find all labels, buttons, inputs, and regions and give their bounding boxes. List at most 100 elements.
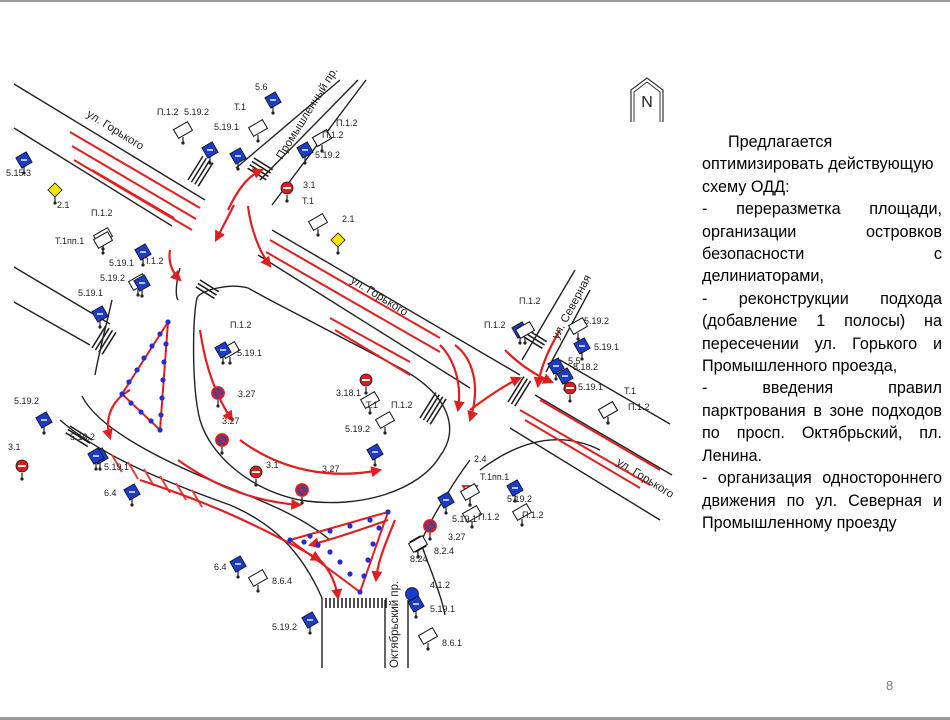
road-sign: 3.27 — [215, 416, 240, 455]
sign-code-label: 5.19.2 — [70, 432, 95, 442]
road-sign: 8.24 — [407, 534, 429, 564]
road-sign: 3.27 — [423, 519, 466, 542]
road-sign: 5.19.2 — [70, 432, 109, 471]
sign-code-label: П.1.2 — [484, 320, 505, 330]
road-sign: П.1.2 — [597, 400, 649, 425]
traffic-arrows — [102, 168, 561, 601]
road-edges — [13, 79, 673, 668]
sign-code-label: 3.27 — [222, 416, 240, 426]
road-sign: 3.1 — [8, 442, 29, 481]
road-sign: П.1.2 — [374, 400, 412, 435]
road-sign: 8.6.4 — [247, 568, 292, 593]
road-sign: 3.27 — [295, 464, 340, 505]
sign-code-label: 5.19.1 — [214, 122, 239, 132]
road-sign: 5.19.1 — [563, 381, 603, 403]
proposal-item: - введения правил парктрования в зоне по… — [702, 379, 942, 465]
sign-code-label: 3.1 — [8, 442, 21, 452]
road-sign: 8.6.1 — [417, 626, 462, 651]
sign-code-label: 5.19.2 — [584, 316, 609, 326]
sign-code-label: 5.19.1 — [594, 342, 619, 352]
street-label-oktyabrsky: Октябрьский пр. — [389, 581, 401, 668]
pedestrian-crossings — [65, 155, 548, 608]
sign-code-label: П.1.2 — [91, 208, 112, 218]
road-sign: 6.4 — [104, 483, 141, 507]
road-sign: Т.1пп.1 — [459, 472, 509, 507]
sign-code-label: 3.18.1 — [336, 388, 361, 398]
sign-code-label: 5.19.1 — [78, 288, 103, 298]
street-label-gorky-mid: ул. Горького — [348, 274, 409, 318]
top-rule — [0, 0, 950, 2]
road-sign: Т.1 — [302, 196, 329, 237]
sign-code-label: 5.19.1 — [452, 514, 477, 524]
sign-code-label: 5.19.1 — [109, 258, 134, 268]
road-sign: 2.1 — [47, 182, 70, 210]
sign-code-label: 5.19.2 — [184, 107, 209, 117]
road-sign: 5.19.1 — [214, 122, 247, 171]
sign-code-label: П.1.2 — [322, 130, 343, 140]
road-sign: 6.4 — [214, 555, 247, 579]
road-sign: 5.19.1 — [573, 337, 619, 361]
road-sign: 5.19.2 — [272, 611, 319, 635]
bottom-rule — [0, 717, 950, 720]
road-sign: 5.19.2 — [100, 273, 151, 298]
road-sign: 5.19.1 — [78, 288, 109, 329]
road-sign: П.1.2 — [157, 107, 194, 145]
safety-island-bottom — [287, 509, 391, 595]
safety-island-left — [119, 319, 171, 433]
road-sign: 5.19.2 — [345, 424, 384, 467]
road-sign: 5.19.2 — [184, 107, 219, 165]
sign-code-label: 8.24 — [410, 554, 428, 564]
sign-code-label: 5.19.2 — [315, 150, 340, 160]
proposal-item: - переразметка площади, организации остр… — [702, 200, 942, 286]
road-sign: 5.19.1 — [109, 243, 152, 268]
road-sign: 2.1 — [330, 214, 355, 255]
sign-code-label: 6.4 — [104, 488, 117, 498]
sign-code-label: 5.19.1 — [430, 604, 455, 614]
road-sign: 5.19.2 — [506, 479, 532, 504]
sign-code-label: П.1.2 — [230, 320, 251, 330]
sign-code-label: 3.27 — [238, 389, 256, 399]
sign-code-label: П.1.2 — [142, 256, 163, 266]
road-sign: 3.1 — [280, 180, 316, 203]
sign-code-label: П.1.2 — [336, 118, 357, 128]
road-sign: 5.5 — [547, 356, 581, 381]
road-sign: Т.1пп.1 — [55, 230, 114, 255]
sign-code-label: 8.6.1 — [442, 638, 462, 648]
proposal-item: - реконструкции подхода (добавление 1 по… — [702, 289, 942, 376]
road-sign: 5.15.3 — [6, 151, 33, 178]
sign-code-label: П.1.2 — [519, 296, 540, 306]
road-sign: Т.1 — [359, 390, 381, 415]
sign-code-label: 5.19.1 — [578, 382, 603, 392]
sign-code-label: 3.27 — [322, 464, 340, 474]
road-sign: 5.19.2 — [567, 316, 609, 341]
sign-code-label: 5.19.2 — [14, 396, 39, 406]
proposal-item: - организация одностороннего движения по… — [702, 469, 942, 532]
road-sign: 3.1 — [249, 460, 279, 487]
road-sign: 5.19.2 — [14, 396, 53, 435]
sign-code-label: 4.1.2 — [430, 580, 450, 590]
road-sign: 5.19.1 — [87, 447, 129, 472]
page-number: 8 — [886, 678, 894, 693]
sign-code-label: 5.15.3 — [6, 168, 31, 178]
sign-code-label: П.1.2 — [157, 107, 178, 117]
proposal-lead: Предлагается оптимизировать действующую … — [702, 133, 934, 196]
road-sign: Т.1 — [234, 102, 269, 143]
north-indicator: N — [628, 76, 666, 122]
sign-code-label: Т.1пп.1 — [55, 236, 84, 246]
sign-code-label: 5.6 — [255, 82, 268, 92]
sign-code-label: 2.1 — [342, 214, 355, 224]
sign-code-label: 6.4 — [214, 562, 227, 572]
north-letter: N — [641, 94, 653, 111]
sign-code-label: Т.1 — [366, 400, 378, 410]
road-sign: П.1.2 — [514, 296, 540, 345]
sign-code-label: 3.1 — [266, 460, 279, 470]
sign-code-label: 2.4 — [474, 454, 487, 464]
sign-code-label: П.1.2 — [522, 510, 543, 520]
sign-code-label: Т.1пп.1 — [480, 472, 509, 482]
road-sign: 3.18.1 — [336, 373, 373, 398]
sign-code-label: 5.19.1 — [104, 462, 129, 472]
road-sign: П.1.2 — [511, 502, 543, 527]
sign-code-label: П.1.2 — [478, 512, 499, 522]
